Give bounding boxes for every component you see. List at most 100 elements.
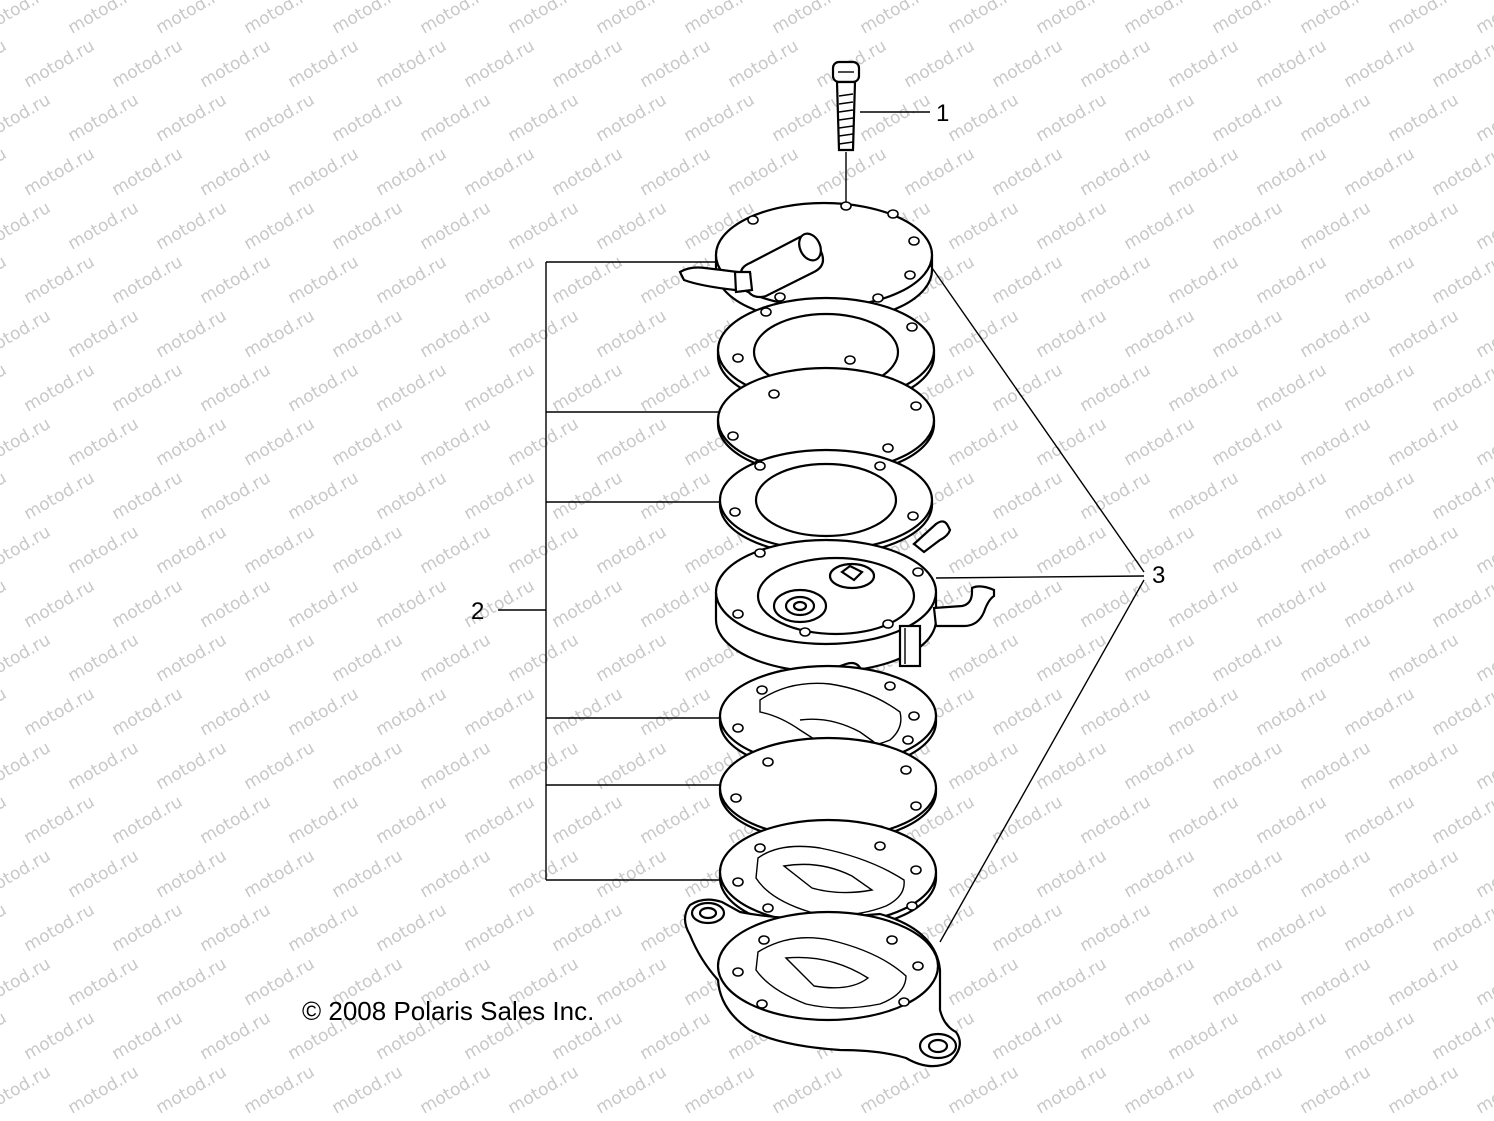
watermark-text: motod.ru (945, 954, 1023, 1010)
watermark-text: motod.ru (549, 252, 627, 308)
watermark-text: motod.ru (0, 630, 54, 686)
watermark-text: motod.ru (21, 576, 99, 632)
watermark-text: motod.ru (637, 144, 715, 200)
watermark-text: motod.ru (1165, 144, 1243, 200)
watermark-text: motod.ru (197, 900, 275, 956)
watermark-text: motod.ru (1077, 468, 1155, 524)
watermark-text: motod.ru (241, 630, 319, 686)
watermark-text: motod.ru (1165, 684, 1243, 740)
watermark-text: motod.ru (153, 414, 231, 470)
watermark-text: motod.ru (21, 684, 99, 740)
watermark-text: motod.ru (1297, 630, 1375, 686)
watermark-text: motod.ru (505, 90, 583, 146)
watermark-text: motod.ru (945, 306, 1023, 362)
watermark-text: motod.ru (637, 684, 715, 740)
watermark-text: motod.ru (21, 468, 99, 524)
watermark-text: motod.ru (945, 198, 1023, 254)
watermark-text: motod.ru (1297, 414, 1375, 470)
watermark-text: motod.ru (725, 144, 803, 200)
watermark-text: motod.ru (0, 900, 10, 956)
watermark-text: motod.ru (1253, 360, 1331, 416)
watermark-text: motod.ru (813, 144, 891, 200)
watermark-text: motod.ru (1121, 0, 1199, 38)
watermark-text: motod.ru (1253, 684, 1331, 740)
watermark-text: motod.ru (285, 144, 363, 200)
watermark-text: motod.ru (1033, 90, 1111, 146)
watermark-text: motod.ru (417, 0, 495, 38)
base-plate[interactable] (683, 898, 961, 1068)
watermark-text: motod.ru (1429, 684, 1494, 740)
watermark-text: motod.ru (1253, 1008, 1331, 1064)
watermark-text: motod.ru (1209, 1062, 1287, 1118)
watermark-text: motod.ru (1033, 738, 1111, 794)
watermark-text: motod.ru (593, 1062, 671, 1118)
watermark-text: motod.ru (1165, 576, 1243, 632)
watermark-text: motod.ru (1297, 90, 1375, 146)
watermark-text: motod.ru (945, 0, 1023, 38)
watermark-text: motod.ru (461, 900, 539, 956)
watermark-text: motod.ru (417, 414, 495, 470)
watermark-text: motod.ru (1033, 306, 1111, 362)
watermark-text: motod.ru (1033, 630, 1111, 686)
watermark-text: motod.ru (153, 1062, 231, 1118)
watermark-text: motod.ru (65, 414, 143, 470)
watermark-text: motod.ru (417, 846, 495, 902)
watermark-text: motod.ru (1077, 360, 1155, 416)
watermark-text: motod.ru (1473, 1062, 1494, 1118)
watermark-text: motod.ru (1385, 198, 1463, 254)
watermark-text: motod.ru (241, 0, 319, 38)
watermark-text: motod.ru (1341, 144, 1419, 200)
watermark-text: motod.ru (637, 1008, 715, 1064)
watermark-text: motod.ru (505, 630, 583, 686)
watermark-text: motod.ru (373, 576, 451, 632)
watermark-text: motod.ru (549, 144, 627, 200)
watermark-text: motod.ru (1077, 1008, 1155, 1064)
watermark-text: motod.ru (1473, 306, 1494, 362)
watermark-text: motod.ru (1385, 522, 1463, 578)
watermark-text: motod.ru (461, 360, 539, 416)
watermark-text: motod.ru (21, 900, 99, 956)
watermark-text: motod.ru (637, 360, 715, 416)
watermark-text: motod.ru (461, 144, 539, 200)
watermark-text: motod.ru (725, 36, 803, 92)
watermark-text: motod.ru (109, 36, 187, 92)
callout-1-label: 1 (936, 100, 949, 127)
watermark-text: motod.ru (153, 630, 231, 686)
watermark-text: motod.ru (65, 954, 143, 1010)
watermark-text: motod.ru (637, 36, 715, 92)
watermark-text: motod.ru (857, 1062, 935, 1118)
watermark-text: motod.ru (241, 738, 319, 794)
screw-part[interactable] (831, 60, 861, 202)
watermark-text: motod.ru (285, 252, 363, 308)
watermark-text: motod.ru (1429, 792, 1494, 848)
watermark-text: motod.ru (1121, 846, 1199, 902)
watermark-text: motod.ru (1341, 1008, 1419, 1064)
watermark-text: motod.ru (21, 792, 99, 848)
watermark-text: motod.ru (0, 954, 54, 1010)
watermark-text: motod.ru (0, 738, 54, 794)
watermark-text: motod.ru (1121, 306, 1199, 362)
watermark-text: motod.ru (1077, 792, 1155, 848)
watermark-text: motod.ru (329, 1062, 407, 1118)
watermark-text: motod.ru (461, 468, 539, 524)
watermark-text: motod.ru (197, 360, 275, 416)
watermark-text: motod.ru (637, 468, 715, 524)
watermark-text: motod.ru (505, 414, 583, 470)
watermark-text: motod.ru (153, 846, 231, 902)
watermark-text: motod.ru (549, 468, 627, 524)
watermark-text: motod.ru (1429, 36, 1494, 92)
watermark-text: motod.ru (989, 684, 1067, 740)
watermark-text: motod.ru (373, 144, 451, 200)
watermark-text: motod.ru (1209, 306, 1287, 362)
watermark-text: motod.ru (989, 576, 1067, 632)
watermark-text: motod.ru (1297, 522, 1375, 578)
watermark-text: motod.ru (1253, 144, 1331, 200)
watermark-text: motod.ru (1385, 738, 1463, 794)
watermark-text: motod.ru (1077, 252, 1155, 308)
watermark-text: motod.ru (505, 306, 583, 362)
watermark-text: motod.ru (1209, 414, 1287, 470)
watermark-text: motod.ru (153, 954, 231, 1010)
watermark-text: motod.ru (1341, 468, 1419, 524)
watermark-text: motod.ru (153, 522, 231, 578)
